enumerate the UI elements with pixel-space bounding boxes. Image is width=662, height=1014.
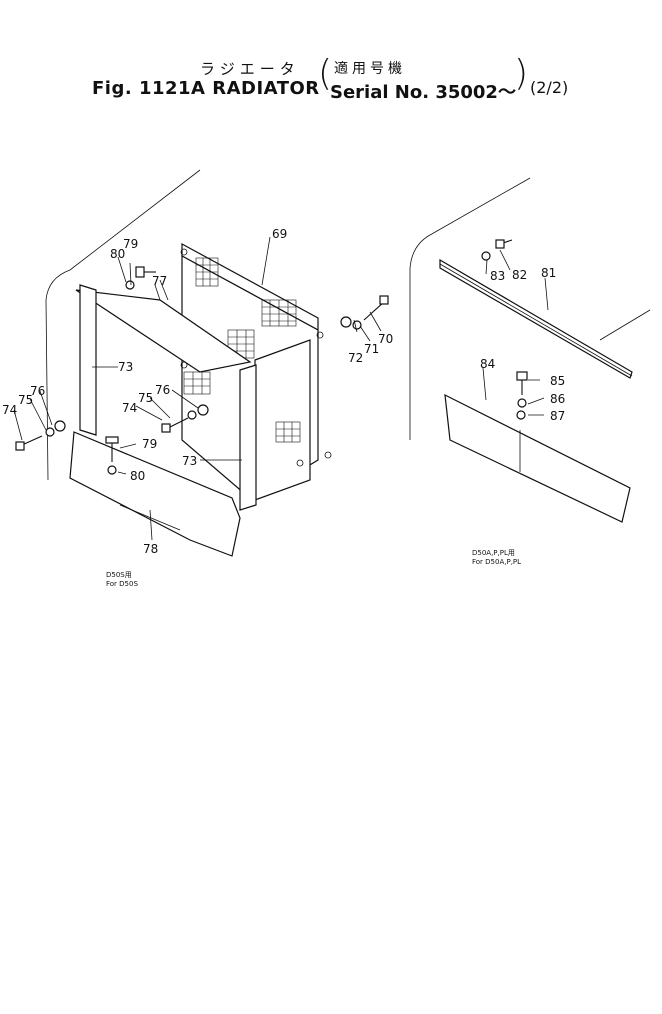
cover-84 [444,393,631,523]
callout-86: 86 [550,392,565,406]
side-seal-73-left [79,284,97,436]
bolts-70-72 [340,295,389,330]
open-paren: ( [318,53,333,94]
callout-75-left: 75 [18,393,33,407]
callout-75-mid: 75 [138,391,153,405]
callout-76-mid: 76 [155,383,170,397]
lower-cover-78 [69,431,241,557]
callout-69: 69 [272,227,287,241]
page-indicator: (2/2) [530,78,569,97]
callout-74-mid: 74 [122,401,137,415]
callout-73-lower: 73 [182,454,197,468]
callout-74-left: 74 [2,403,17,417]
figure-title: Fig. 1121A RADIATOR [92,78,320,99]
note-right-jp: D50A,P,PL用 [472,549,515,557]
note-right-en: For D50A,P,PL [472,558,521,566]
close-paren: ) [514,53,529,94]
callout-85: 85 [550,374,565,388]
callout-83: 83 [490,269,505,283]
callout-79-upper: 79 [123,237,138,251]
bolts-right [481,239,528,420]
callout-78: 78 [143,542,158,556]
seal-plate-77 [75,289,252,373]
callout-77: 77 [152,274,167,288]
callout-70: 70 [378,332,393,346]
serial-number: Serial No. 35002～ [330,82,516,103]
machine-outline-left [45,169,201,481]
bolts-left [15,266,209,475]
japanese-serial-label: 適用号機 [334,61,406,77]
side-seal-73-right [239,364,257,511]
callout-72: 72 [348,351,363,365]
callout-80-upper: 80 [110,247,125,261]
note-left-jp: D50S用 [106,571,132,579]
machine-outline-right [409,177,531,440]
callout-80-lower: 80 [130,469,145,483]
callout-79-lower: 79 [142,437,157,451]
callout-81: 81 [541,266,556,280]
callout-73-upper: 73 [118,360,133,374]
cover-81 [439,258,633,379]
callout-84: 84 [480,357,495,371]
callout-87: 87 [550,409,565,423]
note-left-en: For D50S [106,580,138,588]
callout-76-left: 76 [30,384,45,398]
japanese-title: ラジエータ [200,60,300,78]
callout-82: 82 [512,268,527,282]
callout-71: 71 [364,342,379,356]
